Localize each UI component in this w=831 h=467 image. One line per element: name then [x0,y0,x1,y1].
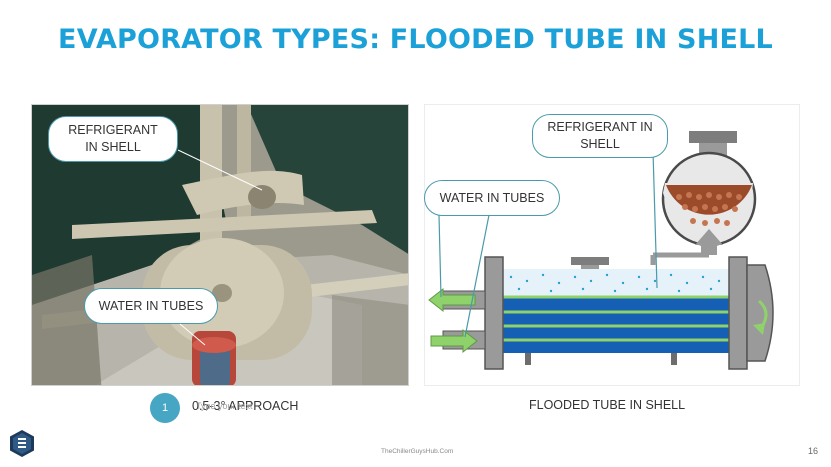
flooded-evaporator-diagram [424,104,800,386]
diagram-caption: FLOODED TUBE IN SHELL [529,398,686,412]
chiller-guys-logo-icon [10,430,34,457]
photo-caption: 0.5-3° APPROACH [192,399,299,413]
slide-title: EVAPORATOR TYPES: FLOODED TUBE IN SHELL [58,24,773,55]
page-number: 16 [808,446,819,456]
photo-callout-refrigerant: REFRIGERANT IN SHELL [48,116,178,162]
diagram-callout-refrigerant: REFRIGERANT IN SHELL [532,114,668,158]
step-number-badge: 1 [150,393,180,423]
footer-url[interactable]: TheChillerGuysHub.Com [381,448,454,455]
evaporator-photo [31,104,409,386]
diagram-callout-water: WATER IN TUBES [424,180,560,216]
photo-callout-water: WATER IN TUBES [84,288,218,324]
placeholder-ghost-text: Type your text [196,401,253,411]
